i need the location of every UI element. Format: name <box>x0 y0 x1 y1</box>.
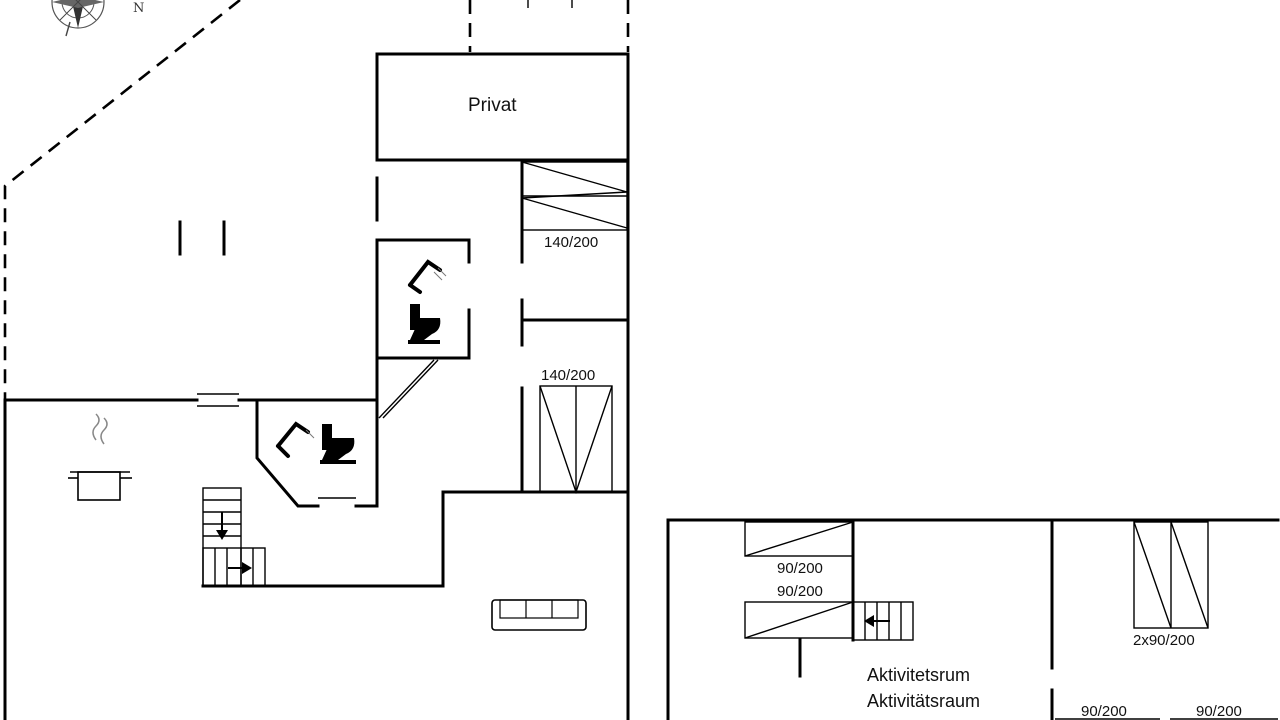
compass-icon <box>51 0 105 37</box>
toilet-icon <box>320 424 356 464</box>
room-label-privat: Privat <box>468 95 517 116</box>
stairs-icon <box>852 601 914 641</box>
bed-twin <box>1133 521 1209 629</box>
bed-lower <box>539 385 613 495</box>
shower-icon <box>276 421 315 458</box>
bed-twin-size: 2x90/200 <box>1133 632 1195 649</box>
bed-single-b <box>744 601 854 639</box>
bed-single-c-size: 90/200 <box>1081 703 1127 720</box>
bed-single-b-size: 90/200 <box>777 583 823 600</box>
bed-single-d-size: 90/200 <box>1196 703 1242 720</box>
bed-upper-size: 140/200 <box>544 234 598 251</box>
room-label-activity-de: Aktivitätsraum <box>867 691 980 711</box>
bed-single-a-size: 90/200 <box>777 560 823 577</box>
house-walls <box>3 52 630 720</box>
shower-icon <box>408 259 447 294</box>
room-label-activity-da: Aktivitetsrum <box>867 665 970 685</box>
stairs-icon <box>202 487 266 587</box>
bed-single-a <box>744 521 854 557</box>
terrace-outline <box>3 0 630 400</box>
toilet-icon <box>408 304 441 344</box>
compass-north-label: N <box>133 1 144 16</box>
bed-lower-size: 140/200 <box>541 367 595 384</box>
sofa-icon <box>491 599 587 631</box>
bed-upper <box>521 161 628 231</box>
cooking-pot-icon <box>68 413 132 501</box>
lower-floor-walls <box>666 518 1280 720</box>
